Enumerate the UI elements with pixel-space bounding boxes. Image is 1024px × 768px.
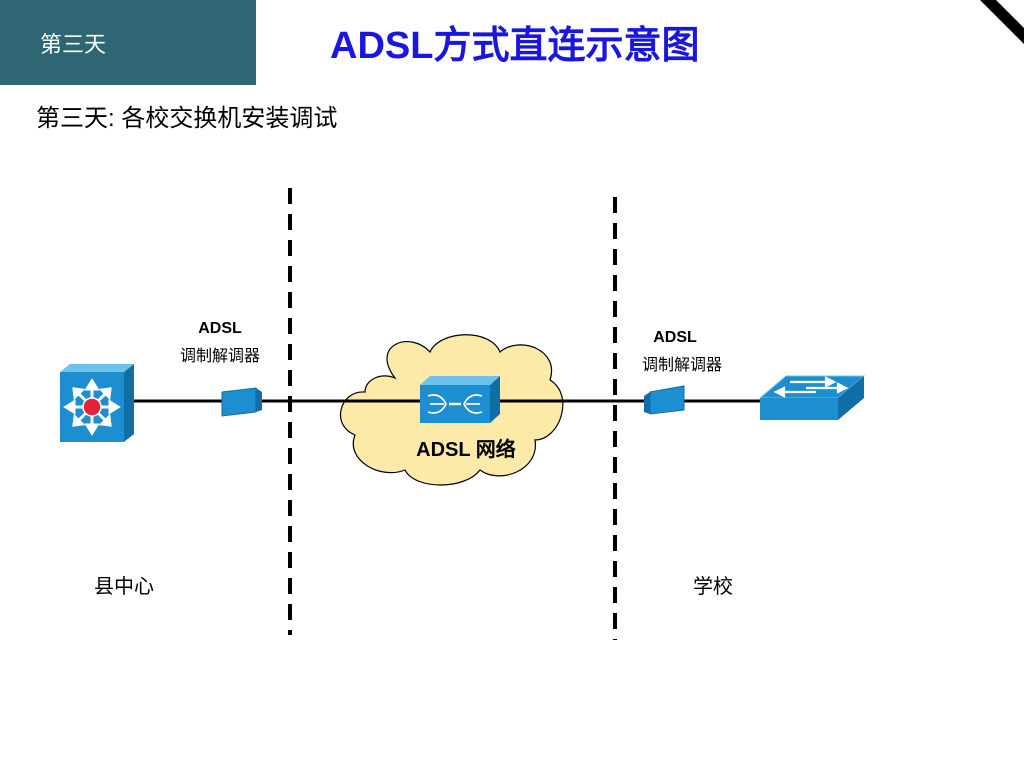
atm-switch-icon — [420, 376, 500, 423]
right-modem-label-desc: 调制解调器 — [641, 357, 722, 374]
multilayer-switch-icon — [60, 364, 134, 442]
page-title: ADSL方式直连示意图 — [330, 25, 700, 67]
site-label-school: 学校 — [693, 576, 733, 598]
adsl-modem-left-icon — [221, 387, 262, 417]
adsl-modem-right-icon — [644, 385, 685, 415]
site-label-county-center: 县中心 — [94, 576, 154, 598]
right-modem-label-adsl: ADSL — [653, 329, 697, 346]
corner-decoration-inner — [996, 0, 1024, 28]
workgroup-switch-icon — [758, 375, 866, 420]
cloud-label: ADSL 网络 — [416, 439, 516, 461]
day-tab: 第三天 — [0, 0, 256, 85]
left-modem-label-desc: 调制解调器 — [179, 348, 260, 365]
subtitle: 第三天: 各校交换机安装调试 — [36, 105, 338, 132]
left-modem-label-adsl: ADSL — [198, 320, 242, 337]
day-tab-label: 第三天 — [40, 31, 107, 57]
